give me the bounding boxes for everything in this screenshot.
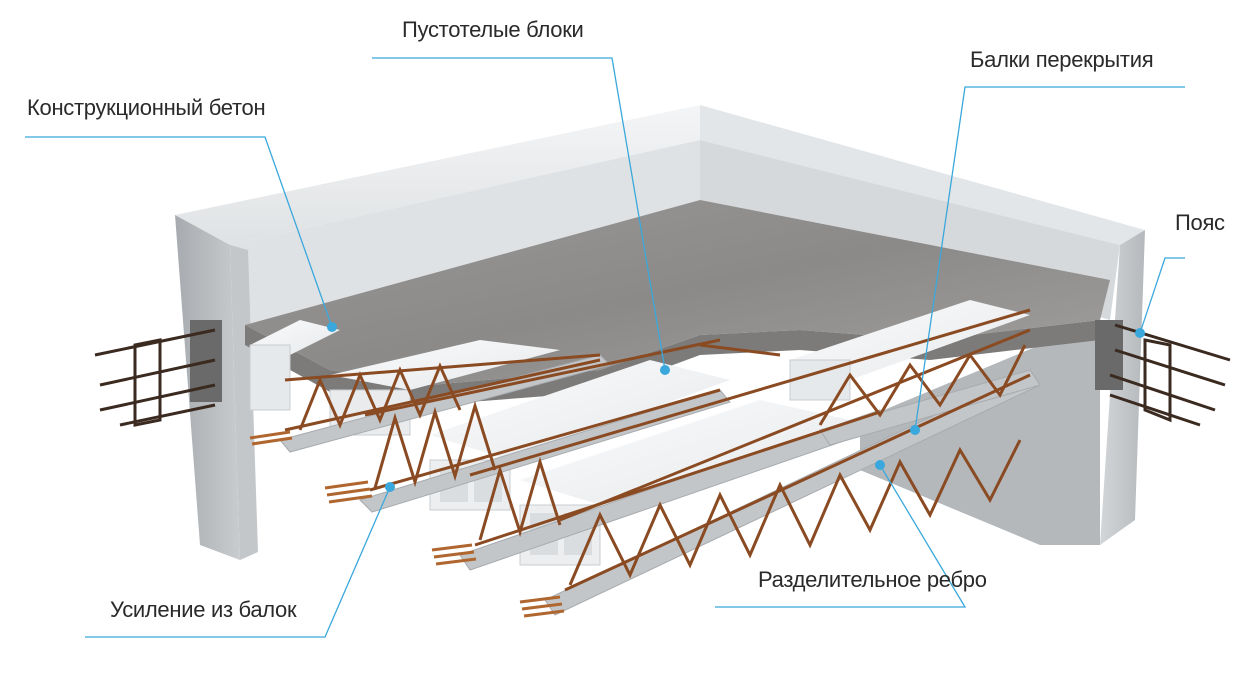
- belt-rebar-cages: [94, 323, 1231, 427]
- label-floor-beams: Балки перекрытия: [970, 47, 1154, 72]
- label-beam-reinforcement: Усиление из балок: [110, 597, 297, 622]
- label-structural-concrete: Конструкционный бетон: [27, 95, 266, 120]
- rebar-trusses: [284, 308, 1031, 592]
- label-belt: Пояс: [1175, 210, 1225, 235]
- rebar-stubs: [249, 430, 565, 618]
- leader-dots: [327, 322, 1145, 492]
- leader-lines: [25, 57, 1185, 638]
- label-separating-rib: Разделительное ребро: [758, 567, 987, 592]
- label-hollow-blocks: Пустотелые блоки: [402, 17, 584, 42]
